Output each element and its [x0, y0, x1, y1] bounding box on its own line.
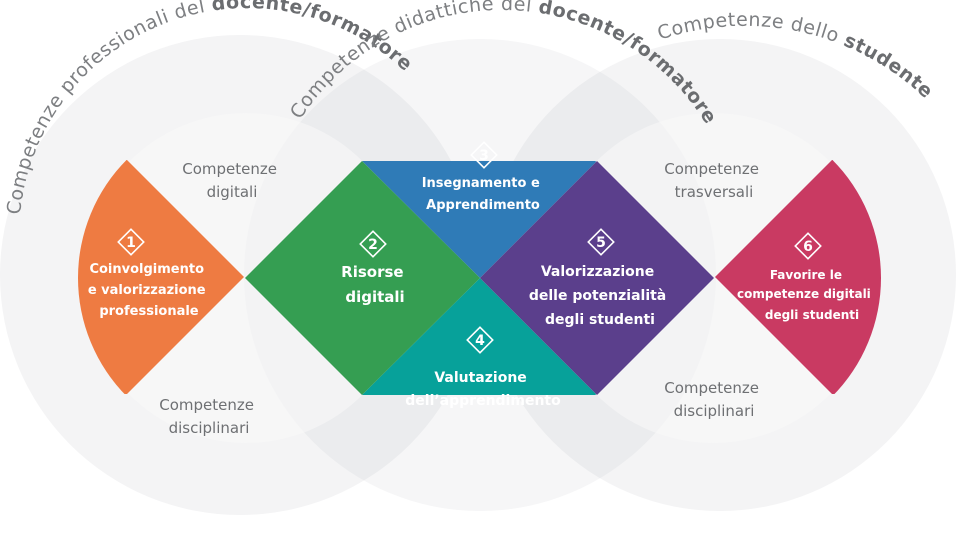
area-1-number: 1	[126, 235, 136, 251]
area-5-shape	[480, 161, 714, 395]
area-5-title: Valorizzazione delle potenzialità degli …	[529, 264, 671, 328]
label-competenze-disciplinari-left: Competenze disciplinari	[159, 396, 259, 437]
area-3-title: Insegnamento e Apprendimento	[422, 176, 545, 213]
area-5-number-badge	[587, 228, 615, 256]
label-competenze-disciplinari-right: Competenze disciplinari	[664, 379, 764, 420]
area-4-shape	[362, 278, 597, 395]
area-2-title: Risorse digitali	[341, 263, 409, 306]
label-competenze-trasversali: Competenze trasversali	[664, 160, 764, 201]
area-6-title: Favorire le competenze digitali degli st…	[737, 268, 875, 322]
area-2-number: 2	[368, 237, 378, 253]
area-6-shape	[715, 160, 881, 394]
area-3-number: 3	[479, 148, 489, 164]
area-2-shape	[245, 161, 480, 395]
area-3-number-badge	[470, 141, 498, 169]
area-6[interactable]: 6 Favorire le competenze digitali degli …	[715, 160, 920, 394]
area-4-number: 4	[475, 333, 485, 349]
area-1-title: Coinvolgimento e valorizzazione professi…	[88, 262, 210, 319]
area-3[interactable]: 3 Insegnamento e Apprendimento	[362, 141, 597, 278]
area-2[interactable]: 2 Risorse digitali	[245, 161, 480, 395]
area-5-number: 5	[596, 235, 606, 251]
area-6-number-badge	[794, 232, 822, 260]
area-5[interactable]: 5 Valorizzazione delle potenzialità degl…	[480, 161, 714, 395]
area-1-shape	[78, 160, 244, 394]
area-4-title: Valutazione dell’apprendimento	[405, 370, 561, 409]
area-6-number: 6	[803, 239, 813, 255]
area-4-number-badge	[466, 326, 494, 354]
label-competenze-digitali: Competenze digitali	[182, 160, 282, 201]
area-1-number-badge	[117, 228, 145, 256]
area-1[interactable]: 1 Coinvolgimento e valorizzazione profes…	[40, 160, 244, 394]
area-2-number-badge	[359, 230, 387, 258]
area-4[interactable]: 4 Valutazione dell’apprendimento	[362, 278, 597, 409]
area-3-shape	[362, 161, 597, 278]
